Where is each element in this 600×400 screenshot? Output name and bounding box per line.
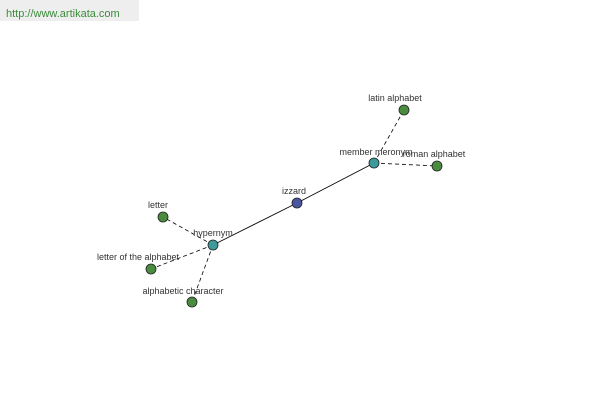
node-izzard[interactable]	[291, 197, 303, 209]
edge-izzard-to-hypernym	[212, 202, 298, 246]
node-label-latin-alphabet: latin alphabet	[368, 93, 422, 103]
edge-hypernym-to-letter	[162, 216, 214, 246]
node-label-izzard: izzard	[282, 186, 306, 196]
node-label-hypernym: hypernym	[193, 228, 233, 238]
node-roman-alphabet[interactable]	[431, 160, 443, 172]
edge-izzard-to-member-meronym	[296, 162, 375, 204]
edge-hypernym-to-alphabetic-character	[191, 244, 214, 303]
node-hypernym[interactable]	[207, 239, 219, 251]
node-label-member-meronym: member meronym	[339, 147, 412, 157]
node-label-alphabetic-character: alphabetic character	[142, 286, 223, 296]
nodes-layer	[145, 104, 443, 308]
node-latin-alphabet[interactable]	[398, 104, 410, 116]
node-letter[interactable]	[157, 211, 169, 223]
node-label-letter-of-the-alphabet: letter of the alphabet	[97, 252, 180, 262]
node-member-meronym[interactable]	[368, 157, 380, 169]
edge-member-meronym-to-latin-alphabet	[373, 109, 405, 164]
url-banner: http://www.artikata.com	[0, 0, 139, 21]
node-alphabetic-character[interactable]	[186, 296, 198, 308]
node-label-roman-alphabet: roman alphabet	[403, 149, 466, 159]
node-label-letter: letter	[148, 200, 168, 210]
edges-layer	[150, 109, 438, 303]
node-letter-of-the-alphabet[interactable]	[145, 263, 157, 275]
edge-member-meronym-to-roman-alphabet	[373, 162, 438, 167]
site-url-link[interactable]: http://www.artikata.com	[6, 8, 120, 20]
labels-layer: izzard member meronym hypernym latin alphab…	[97, 93, 466, 296]
